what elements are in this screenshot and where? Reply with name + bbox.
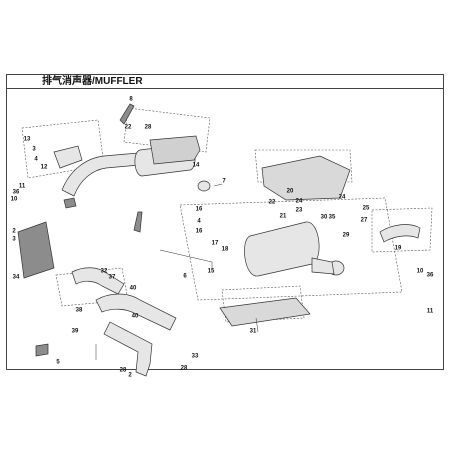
callout-label: 3 bbox=[12, 236, 16, 243]
group-box-right-upper bbox=[254, 149, 353, 183]
title-bar bbox=[6, 74, 444, 89]
callout-label: 10 bbox=[10, 196, 18, 203]
callout-label: 31 bbox=[249, 328, 257, 335]
leader-line bbox=[213, 183, 223, 187]
exhaust-gasket-ring bbox=[197, 180, 211, 192]
callout-label: 23 bbox=[295, 207, 303, 214]
callout-label: 7 bbox=[222, 178, 226, 185]
group-box-lower-right bbox=[221, 285, 305, 323]
callout-label: 3 bbox=[32, 146, 36, 153]
group-box-left bbox=[21, 119, 105, 179]
callout-label: 30 bbox=[320, 214, 328, 221]
callout-label: 24 bbox=[295, 198, 303, 205]
callout-label: 22 bbox=[124, 124, 132, 131]
muffler-support-plate bbox=[219, 297, 311, 327]
muffler-body bbox=[244, 221, 320, 277]
callout-label: 33 bbox=[191, 353, 199, 360]
oxygen-sensor-lower bbox=[133, 211, 143, 233]
tail-tube-right bbox=[379, 224, 421, 243]
heat-shield-left bbox=[17, 221, 55, 279]
callout-label: 11 bbox=[426, 308, 434, 315]
callout-label: 22 bbox=[268, 199, 276, 206]
leader-line bbox=[159, 249, 213, 263]
callout-label: 18 bbox=[221, 246, 229, 253]
heat-shield-right-upper bbox=[261, 155, 351, 201]
callout-label: 5 bbox=[56, 359, 60, 366]
callout-label: 37 bbox=[108, 274, 116, 281]
callout-label: 29 bbox=[342, 232, 350, 239]
rear-pipe-bend bbox=[103, 321, 153, 377]
callout-label: 27 bbox=[360, 217, 368, 224]
heat-shield-top bbox=[149, 135, 201, 165]
callout-label: 12 bbox=[40, 164, 48, 171]
callout-label: 24 bbox=[338, 194, 346, 201]
callout-label: 4 bbox=[197, 218, 201, 225]
callout-label: 6 bbox=[183, 273, 187, 280]
group-box-right bbox=[371, 207, 433, 253]
callout-label: 36 bbox=[12, 189, 20, 196]
callout-label: 2 bbox=[128, 372, 132, 379]
group-box-top bbox=[123, 107, 211, 153]
callout-label: 14 bbox=[192, 162, 200, 169]
callout-label: 16 bbox=[195, 206, 203, 213]
callout-label: 34 bbox=[12, 274, 20, 281]
callout-label: 17 bbox=[211, 240, 219, 247]
callout-label: 40 bbox=[131, 313, 139, 320]
oxygen-sensor-upper bbox=[119, 103, 135, 125]
callout-label: 19 bbox=[394, 245, 402, 252]
callout-label: 28 bbox=[180, 365, 188, 372]
rear-pipe-lower bbox=[95, 293, 177, 331]
leader-line bbox=[255, 317, 259, 333]
callout-label: 36 bbox=[426, 272, 434, 279]
callout-label: 28 bbox=[144, 124, 152, 131]
callout-label: 10 bbox=[416, 268, 424, 275]
callout-label: 35 bbox=[328, 214, 336, 221]
callout-label: 25 bbox=[362, 205, 370, 212]
callout-label: 39 bbox=[71, 328, 79, 335]
group-box-middle bbox=[179, 197, 403, 301]
muffler-tailpipe bbox=[311, 257, 335, 275]
callout-label: 40 bbox=[129, 285, 137, 292]
callout-label: 15 bbox=[207, 268, 215, 275]
callout-label: 11 bbox=[18, 183, 26, 190]
callout-label: 20 bbox=[286, 188, 294, 195]
callout-label: 16 bbox=[195, 228, 203, 235]
callout-label: 4 bbox=[34, 156, 38, 163]
callout-label: 8 bbox=[129, 96, 133, 103]
callout-label: 32 bbox=[100, 268, 108, 275]
bracket-left bbox=[53, 145, 83, 169]
callout-label: 2 bbox=[12, 228, 16, 235]
callout-label: 13 bbox=[23, 136, 31, 143]
callout-label: 28 bbox=[119, 367, 127, 374]
diagram-title: 排气消声器/MUFFLER bbox=[42, 76, 143, 87]
silencer-tube-left bbox=[35, 343, 49, 357]
diagram-frame bbox=[6, 74, 444, 370]
callout-label: 38 bbox=[75, 307, 83, 314]
callout-label: 21 bbox=[279, 213, 287, 220]
rear-pipe-upper bbox=[71, 267, 125, 295]
gasket-front bbox=[63, 197, 77, 209]
